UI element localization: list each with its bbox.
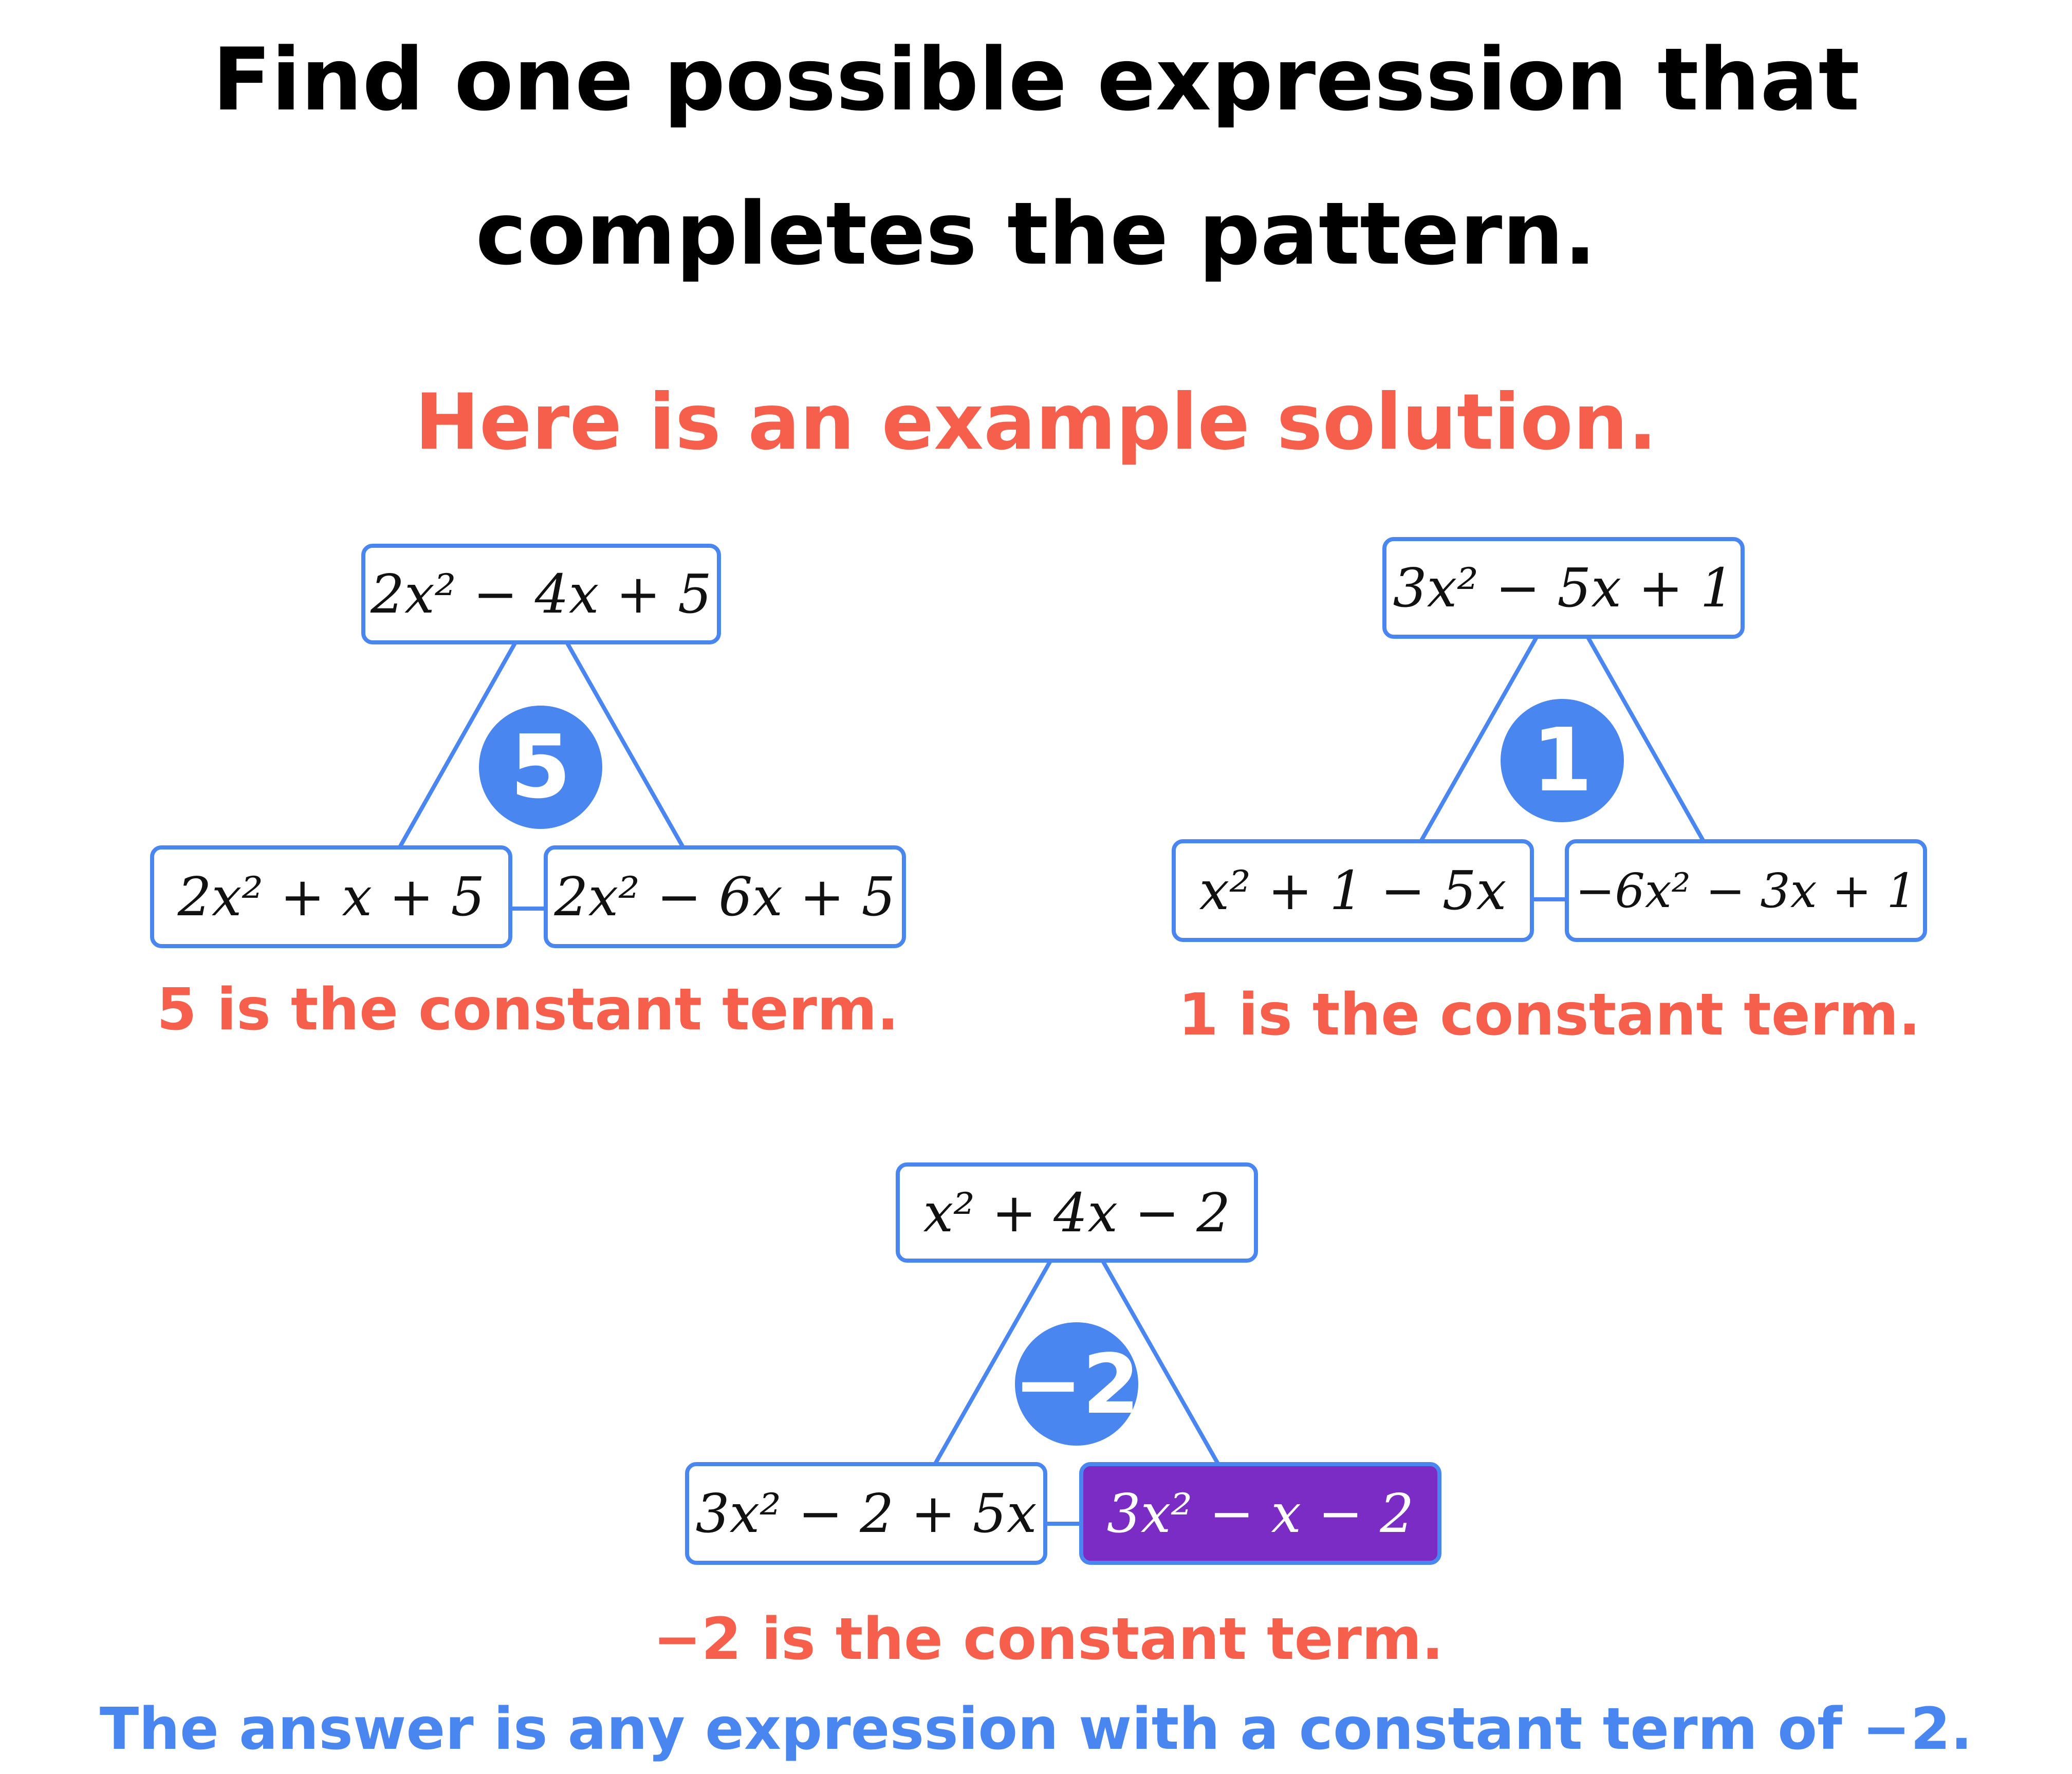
tri3-left-expression: 3x² − 2 + 5x [685, 1462, 1047, 1565]
tri2-right-edge [1586, 635, 1706, 843]
tri3-top-expression: x² + 4x − 2 [896, 1162, 1258, 1263]
title-line-2: completes the pattern. [475, 183, 1597, 284]
tri1-left-edge [397, 640, 517, 850]
tri1-left-expression: 2x² + x + 5 [150, 845, 512, 948]
tri3-left-edge [933, 1258, 1053, 1466]
tri1-caption: 5 is the constant term. [156, 976, 899, 1043]
title-line-1: Find one possible expression that [212, 29, 1860, 130]
tri2-caption: 1 is the constant term. [1178, 982, 1921, 1048]
tri1-top-expression: 2x² − 4x + 5 [361, 544, 721, 644]
tri1-right-edge [565, 640, 686, 850]
tri2-left-expression: x² + 1 − 5x [1172, 839, 1534, 942]
tri3-caption: −2 is the constant term. [653, 1606, 1444, 1673]
tri3-right-edge [1100, 1258, 1220, 1466]
tri1-right-expression: 2x² − 6x + 5 [544, 845, 906, 948]
tri2-right-expression: −6x² − 3x + 1 [1565, 839, 1927, 942]
answer-statement: The answer is any expression with a cons… [99, 1696, 1973, 1763]
tri2-left-edge [1419, 635, 1539, 843]
tri3-center-badge: −2 [1013, 1322, 1140, 1446]
tri1-center-badge: 5 [479, 706, 602, 829]
tri2-center-badge: 1 [1501, 699, 1624, 822]
subtitle: Here is an example solution. [415, 378, 1657, 467]
tri3-answer-expression: 3x² − x − 2 [1079, 1462, 1441, 1565]
tri2-top-expression: 3x² − 5x + 1 [1382, 537, 1745, 639]
